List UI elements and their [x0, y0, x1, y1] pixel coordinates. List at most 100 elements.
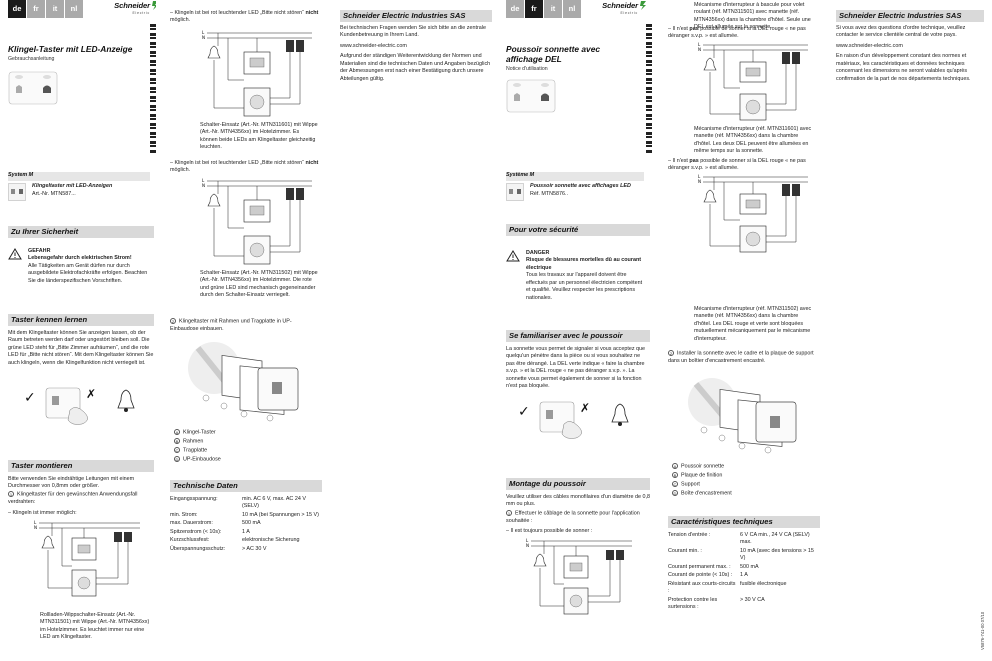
case-c-post: möglich.: [170, 167, 191, 174]
caption-b: Schalter-Einsatz (Art.-Nr. MTN311601) mi…: [200, 122, 318, 151]
legal-notice: En raison d'un développement constant de…: [836, 53, 971, 82]
system-heading: Système M: [506, 172, 535, 178]
language-tabs: de fr it nl: [8, 0, 156, 18]
contact-text: Bei technischen Fragen wenden Sie sich b…: [340, 25, 486, 39]
mount-text: Bitte verwenden Sie eindrähtige Leitunge…: [8, 476, 135, 490]
check-icon: ✓: [24, 390, 36, 406]
contact-text: Si vous avez des questions d'ordre techn…: [836, 25, 966, 39]
wiring-diagram-c: L N: [698, 174, 808, 253]
document-title: Poussoir sonnette avec affichage DEL: [506, 44, 601, 65]
product-ref: Art.-Nr. MTN587...: [32, 190, 76, 197]
step-number: 2: [170, 318, 176, 324]
safety-heading: Pour votre sécurité: [506, 224, 650, 236]
warning-icon: [506, 250, 520, 262]
schneider-logo: Schneider Electric: [114, 1, 156, 16]
document-number: V5876-741-00 07/10: [980, 611, 985, 650]
company-heading: Schneider Electric Industries SAS: [340, 10, 492, 22]
step-1-text: Effectuer le câblage de la sonnette pour…: [506, 510, 640, 524]
tab-nl[interactable]: nl: [563, 0, 581, 18]
danger-subtitle: Risque de blessures mortelles dû au cour…: [526, 257, 642, 271]
danger-text: Alle Tätigkeiten am Gerät dürfen nur dur…: [28, 262, 148, 284]
caption-c: Mécanisme d'interrupteur (réf. MTN311502…: [694, 306, 812, 342]
tab-it[interactable]: it: [46, 0, 64, 18]
fr-inner-column: Mécanisme d'interrupteur à bascule pour …: [668, 0, 820, 661]
wiring-diagram-a: L N: [34, 520, 140, 597]
website-link[interactable]: www.schneider-electric.com: [340, 42, 407, 49]
language-stripe: [150, 24, 156, 154]
case-c-pre: Il n'est: [672, 158, 690, 164]
cross-icon: ✗: [86, 387, 96, 401]
logo-brand: Schneider: [602, 1, 638, 10]
case-c: – Klingeln ist bei rot leuchtender LED „…: [170, 160, 319, 174]
document-title: Klingel-Taster mit LED-Anzeige: [8, 44, 133, 54]
mounting-illustration: [188, 342, 299, 422]
caption-b: Mécanisme d'interrupteur (réf. MTN311601…: [694, 126, 812, 155]
document-subtitle: Gebrauchsanleitung: [8, 56, 55, 63]
company-heading: Schneider Electric Industries SAS: [836, 10, 984, 22]
svg-text:L: L: [34, 520, 37, 525]
svg-text:N: N: [526, 543, 529, 548]
logo-mark-icon: [152, 1, 156, 10]
fr-cover-column: de fr it nl Schneider Electric Poussoir …: [506, 0, 654, 661]
product-illustration: [8, 71, 58, 105]
svg-text:L: L: [698, 174, 701, 179]
legal-notice: Aufgrund der ständigen Weiterentwicklung…: [340, 53, 491, 82]
danger-block: GEFAHR Lebensgefahr durch elektrischen S…: [8, 248, 154, 285]
tab-nl[interactable]: nl: [65, 0, 83, 18]
svg-text:L: L: [526, 538, 529, 543]
website-link[interactable]: www.schneider-electric.com: [836, 42, 903, 49]
product-row: Poussoir sonnette avec affichages LED Ré…: [506, 181, 644, 204]
tab-it[interactable]: it: [544, 0, 562, 18]
cross-icon: ✗: [580, 401, 590, 415]
case-c: – Il n'est pas possible de sonner si la …: [668, 158, 806, 172]
safety-heading: Zu Ihrer Sicherheit: [8, 226, 154, 238]
caption-a: Rollladen-Wippschalter-Einsatz (Art.-Nr.…: [40, 612, 150, 641]
step-2-text: Installer la sonnette avec le cadre et l…: [668, 350, 814, 364]
logo-mark-icon: [640, 1, 646, 10]
step-2-text: Klingeltaster mit Rahmen und Tragplatte …: [170, 318, 292, 332]
language-tabs: de fr it nl: [506, 0, 654, 18]
step-1-text: Klingeltaster für den gewünschten Anwend…: [8, 491, 138, 505]
system-section: System M Klingeltaster mit LED-Anzeigen …: [8, 172, 150, 204]
product-ref: Réf. MTN5876..: [530, 190, 569, 197]
usage-illustration: ✓ ✗: [518, 401, 629, 439]
case-c-bold: nicht: [305, 160, 319, 166]
specs-heading: Caractéristiques techniques: [668, 516, 820, 528]
svg-text:N: N: [202, 35, 205, 40]
danger-block: DANGER Risque de blessures mortelles dû …: [506, 250, 646, 302]
product-thumb-icon: [506, 183, 524, 202]
case-a: – Klingeln ist immer möglich:: [8, 510, 77, 516]
danger-subtitle: Lebensgefahr durch elektrischen Strom!: [28, 255, 132, 262]
know-heading: Taster kennen lernen: [8, 314, 154, 326]
case-c-pre: Klingeln ist bei rot leuchtender LED „Bi…: [174, 160, 306, 166]
mount-heading: Taster montieren: [8, 460, 154, 472]
specs-table: Tension d'entrée :6 V CA min., 24 V CA (…: [668, 532, 814, 611]
case-b: – Klingeln ist bei rot leuchtender LED „…: [170, 10, 319, 24]
danger-text: Tous les travaux sur l'appareil doivent …: [526, 272, 643, 301]
system-heading: System M: [8, 172, 34, 178]
caption-c: Schalter-Einsatz (Art.-Nr. MTN311502) mi…: [200, 270, 318, 299]
product-name: Klingeltaster mit LED-Anzeigen: [32, 183, 113, 190]
product-illustration: [506, 80, 556, 113]
step-number: 1: [8, 491, 14, 497]
logo-sub: Electric: [620, 11, 638, 16]
step-number: 1: [506, 510, 512, 516]
tab-fr[interactable]: fr: [525, 0, 543, 18]
caption-a: Mécanisme d'interrupteur à bascule pour …: [694, 2, 811, 31]
product-row: Klingeltaster mit LED-Anzeigen Art.-Nr. …: [8, 181, 150, 204]
tab-fr[interactable]: fr: [27, 0, 45, 18]
wiring-diagram-c: L N: [202, 178, 312, 265]
svg-text:N: N: [698, 47, 701, 52]
case-a-text: Il est toujours possible de sonner :: [510, 528, 593, 534]
tab-de[interactable]: de: [8, 0, 26, 18]
tab-de[interactable]: de: [506, 0, 524, 18]
know-text: La sonnette vous permet de signaler si v…: [506, 346, 646, 390]
